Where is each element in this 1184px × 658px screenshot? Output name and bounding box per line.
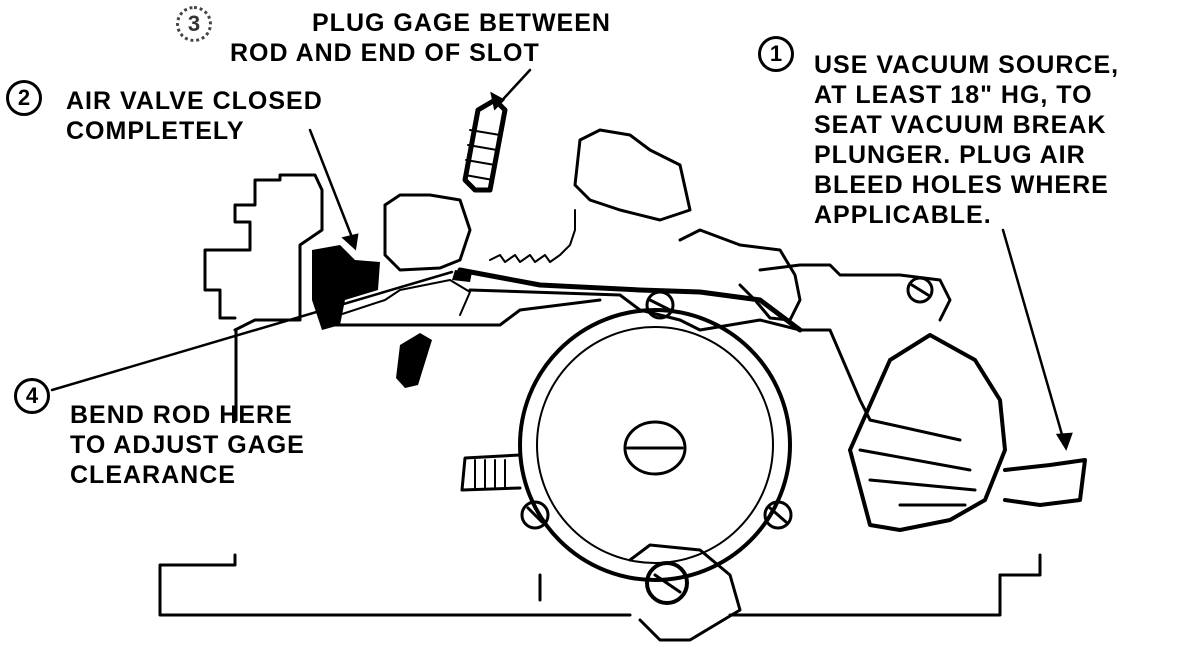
coil-tab	[460, 453, 522, 492]
air-valve-plate	[329, 279, 471, 319]
fast-idle-screw	[645, 561, 689, 605]
callout-3-line-2: ROD AND END OF SLOT	[230, 39, 540, 67]
callout-1-line-3: SEAT VACUUM BREAK	[814, 111, 1107, 139]
linkage-lever	[678, 228, 802, 322]
leader-1-arrow	[1055, 432, 1073, 451]
callout-1-line-2: AT LEAST 18" HG, TO	[814, 81, 1093, 109]
vacuum-break-ribs	[858, 418, 977, 507]
air-valve-dark	[312, 245, 380, 330]
callout-4-line-2: TO ADJUST GAGE	[70, 431, 305, 459]
rod-loop	[383, 193, 472, 272]
leader-1	[1001, 228, 1067, 447]
leader-4	[50, 270, 454, 392]
fast-idle-cam	[628, 543, 742, 642]
callout-3-line-1: PLUG GAGE BETWEEN	[312, 9, 611, 37]
choke-coil-housing	[518, 308, 792, 582]
callout-number-1: 1	[758, 36, 794, 72]
base-plate	[158, 553, 1002, 617]
retainer-screw-left	[520, 500, 550, 530]
center-screw	[623, 420, 687, 476]
callout-1-line-1: USE VACUUM SOURCE,	[814, 51, 1120, 79]
air-valve-spring	[489, 209, 576, 263]
leader-2-arrow	[341, 233, 359, 251]
retainer-screw-right	[763, 500, 793, 530]
callout-1-line-6: APPLICABLE.	[814, 201, 992, 229]
choke-housing	[573, 128, 692, 222]
coil-housing-inner	[536, 326, 774, 564]
upper-body	[328, 288, 872, 422]
callout-1-line-4: PLUNGER. PLUG AIR	[814, 141, 1086, 169]
lever-handle	[396, 333, 432, 388]
callout-2-line-2: COMPLETELY	[66, 117, 245, 145]
gage-knurl	[464, 129, 501, 181]
gage-tip	[452, 270, 472, 282]
callout-1-line-5: BLEED HOLES WHERE	[814, 171, 1109, 199]
choke-rod	[457, 267, 803, 333]
callout-number-2: 2	[6, 80, 42, 116]
vacuum-break	[848, 333, 1007, 532]
leader-2	[308, 128, 357, 247]
callout-2-line-1: AIR VALVE CLOSED	[66, 87, 323, 115]
vacuum-hose	[1003, 458, 1087, 507]
body-screw-right	[906, 276, 934, 304]
left-casting	[203, 173, 324, 332]
callout-number-4: 4	[14, 378, 50, 414]
callout-4-line-3: CLEARANCE	[70, 461, 236, 489]
base-rail	[538, 553, 1042, 602]
callout-4-line-1: BEND ROD HERE	[70, 401, 293, 429]
body-top-edge	[758, 263, 952, 322]
callout-number-3: 3	[176, 6, 212, 42]
coil-tab-ribs	[474, 459, 506, 489]
leader-3-arrow	[490, 91, 506, 111]
retainer-screw-top	[645, 290, 675, 320]
